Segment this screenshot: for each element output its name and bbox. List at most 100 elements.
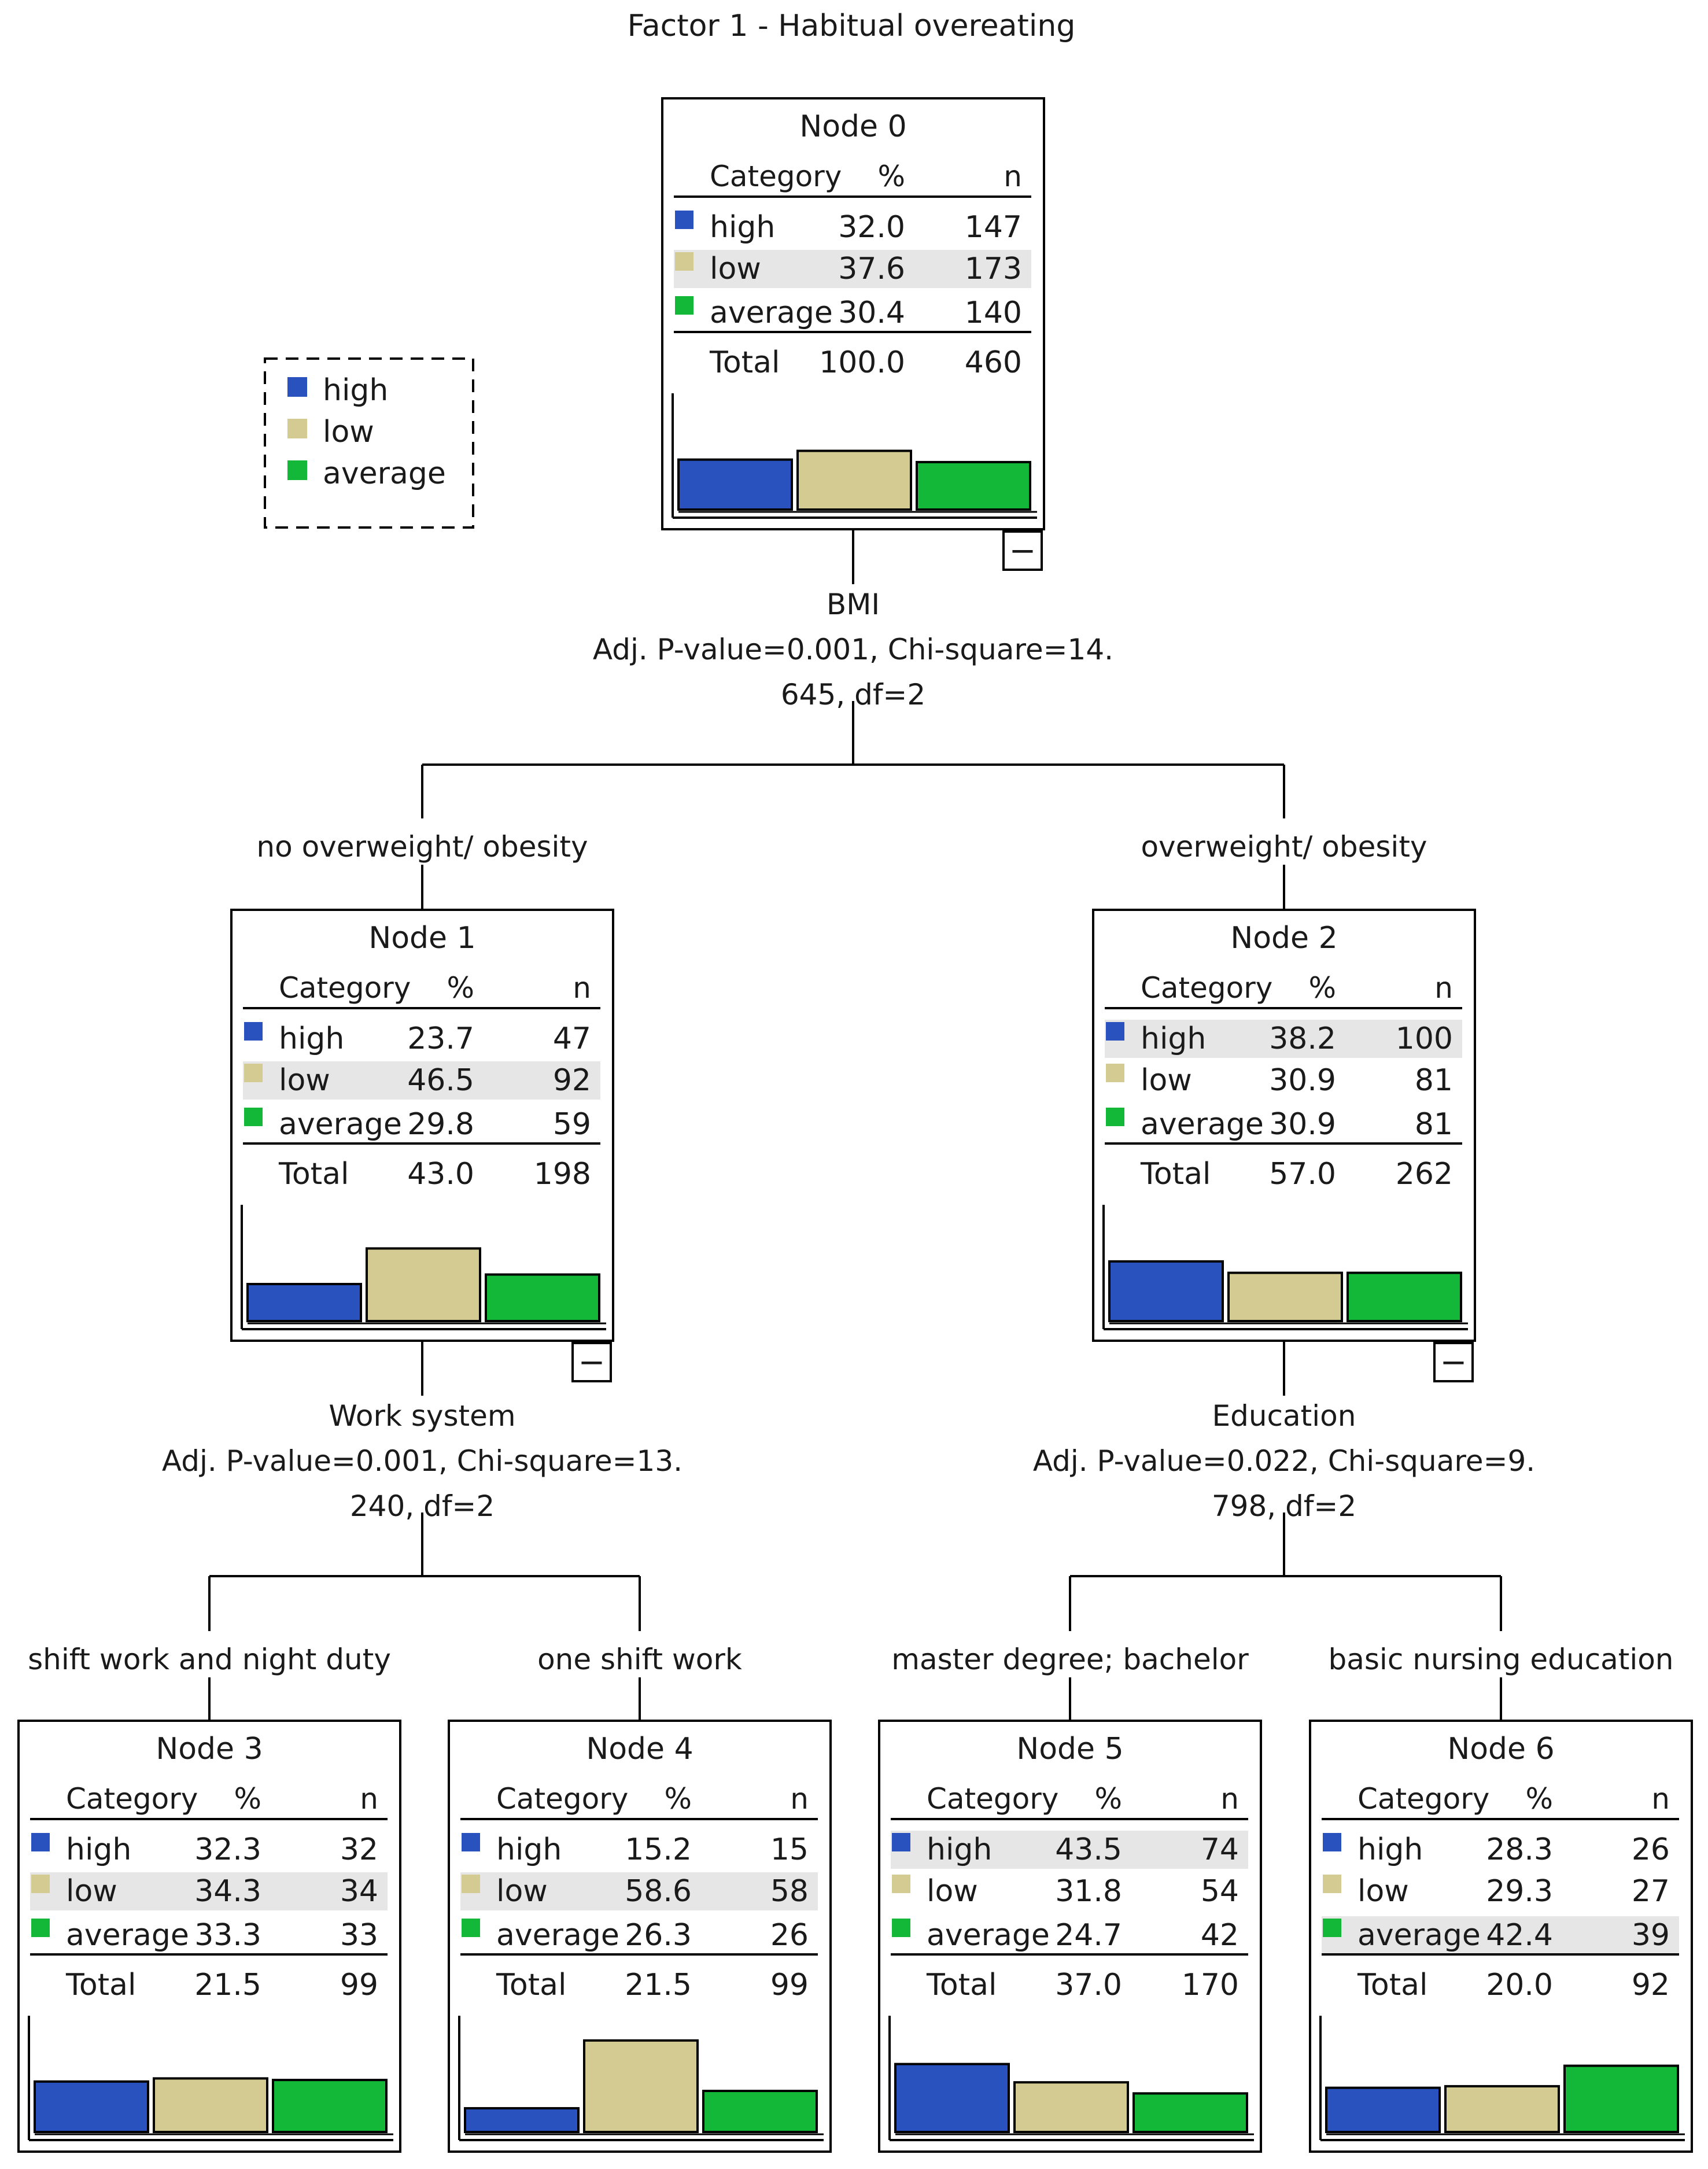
- row-n: 100: [1396, 1021, 1453, 1056]
- row-highlight: [243, 1061, 600, 1100]
- header-percent: %: [877, 160, 905, 193]
- node-title: Node 0: [799, 109, 906, 144]
- total-percent: 21.5: [625, 1968, 692, 2002]
- header-category: Category: [66, 1782, 198, 1816]
- header-category: Category: [927, 1782, 1058, 1816]
- row-percent: 37.6: [838, 252, 905, 286]
- node-title: Node 1: [368, 921, 475, 956]
- total-label: Total: [65, 1968, 136, 2002]
- header-category: Category: [496, 1782, 628, 1816]
- collapse-button[interactable]: −: [571, 1342, 612, 1382]
- header-percent: %: [1094, 1782, 1122, 1816]
- mini-bar-low: [366, 1247, 481, 1322]
- row-n: 32: [340, 1832, 378, 1867]
- mini-bar-low: [1227, 1271, 1343, 1323]
- row-percent: 31.8: [1055, 1874, 1122, 1909]
- row-category: low: [279, 1063, 330, 1098]
- split-variable: BMI: [827, 588, 880, 621]
- category-swatch: [31, 1875, 50, 1893]
- total-n: 99: [770, 1968, 809, 2002]
- row-n: 81: [1415, 1107, 1453, 1142]
- total-percent: 20.0: [1486, 1968, 1553, 2002]
- row-category: low: [710, 252, 761, 286]
- total-percent: 100.0: [819, 345, 905, 380]
- branch-label: one shift work: [537, 1643, 742, 1676]
- category-swatch: [892, 1875, 910, 1893]
- row-n: 33: [340, 1918, 378, 1953]
- branch-label: basic nursing education: [1329, 1643, 1674, 1676]
- split-statistics: 645, df=2: [781, 678, 925, 711]
- total-label: Total: [709, 345, 780, 380]
- split-statistics: Adj. P-value=0.001, Chi-square=13.: [162, 1444, 683, 1478]
- minus-icon: −: [1009, 532, 1036, 570]
- header-n: n: [1651, 1782, 1670, 1816]
- row-category: average: [66, 1918, 189, 1953]
- header-percent: %: [234, 1782, 261, 1816]
- row-category: low: [1357, 1874, 1409, 1909]
- row-category: average: [927, 1918, 1050, 1953]
- category-swatch: [1106, 1108, 1124, 1126]
- row-n: 39: [1632, 1918, 1670, 1953]
- row-percent: 42.4: [1486, 1918, 1553, 1953]
- row-highlight: [30, 1872, 388, 1910]
- legend-swatch: [287, 377, 307, 397]
- row-percent: 15.2: [625, 1832, 692, 1867]
- category-swatch: [892, 1833, 910, 1851]
- row-percent: 33.3: [194, 1918, 261, 1953]
- row-category: low: [927, 1874, 978, 1909]
- row-category: average: [1141, 1107, 1264, 1142]
- mini-bar-average: [1347, 1271, 1462, 1323]
- mini-bar-average: [485, 1273, 600, 1323]
- mini-bar-low: [153, 2077, 268, 2133]
- legend-swatch: [287, 460, 307, 480]
- node-title: Node 5: [1016, 1732, 1123, 1766]
- category-swatch: [1106, 1022, 1124, 1041]
- collapse-button[interactable]: −: [1433, 1342, 1474, 1382]
- split-statistics: 798, df=2: [1212, 1489, 1356, 1523]
- row-percent: 38.2: [1269, 1021, 1336, 1056]
- row-category: average: [710, 296, 833, 330]
- header-category: Category: [710, 160, 842, 193]
- total-percent: 21.5: [194, 1968, 261, 2002]
- row-n: 140: [965, 296, 1022, 330]
- header-n: n: [1004, 160, 1022, 193]
- row-percent: 28.3: [1486, 1832, 1553, 1867]
- node-title: Node 4: [586, 1732, 693, 1766]
- mini-bar-average: [1563, 2064, 1679, 2134]
- legend-label: average: [323, 456, 446, 491]
- header-percent: %: [664, 1782, 692, 1816]
- minus-icon: −: [1440, 1344, 1467, 1381]
- split-variable: Work system: [329, 1399, 515, 1433]
- category-swatch: [462, 1919, 480, 1937]
- branch-label: master degree; bachelor: [891, 1643, 1249, 1676]
- row-n: 81: [1415, 1063, 1453, 1098]
- category-swatch: [675, 252, 693, 271]
- header-percent: %: [1308, 971, 1336, 1005]
- total-n: 92: [1632, 1968, 1670, 2002]
- collapse-button[interactable]: −: [1002, 530, 1043, 571]
- mini-bar-high: [677, 458, 793, 511]
- collapse-button-frame: [1002, 530, 1043, 571]
- mini-bar-high: [464, 2107, 580, 2133]
- category-swatch: [892, 1919, 910, 1937]
- header-n: n: [573, 971, 591, 1005]
- legend-label: high: [323, 373, 388, 408]
- row-category: average: [496, 1918, 619, 1953]
- row-percent: 58.6: [625, 1874, 692, 1909]
- category-swatch: [244, 1108, 263, 1126]
- header-category: Category: [1141, 971, 1272, 1005]
- branch-label: shift work and night duty: [28, 1643, 391, 1676]
- total-percent: 43.0: [407, 1157, 474, 1192]
- mini-bar-low: [1444, 2085, 1560, 2133]
- total-n: 170: [1182, 1968, 1239, 2002]
- total-n: 198: [534, 1157, 591, 1192]
- row-percent: 43.5: [1055, 1832, 1122, 1867]
